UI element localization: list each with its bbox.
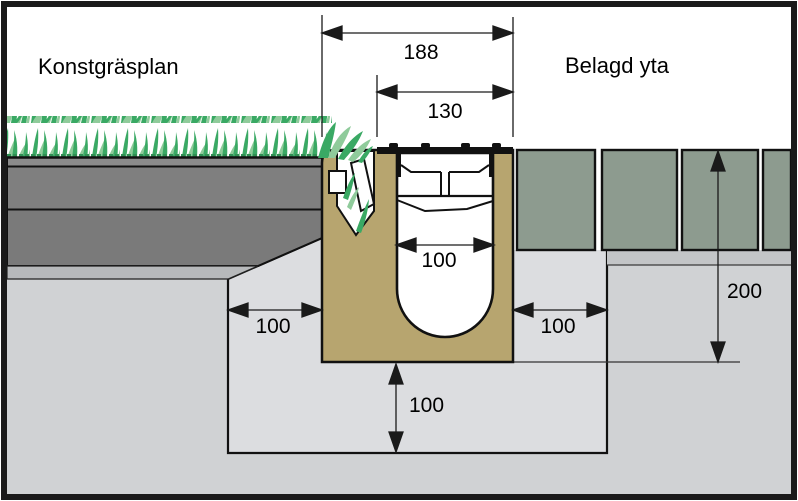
pavers xyxy=(515,148,793,252)
left-area-label: Konstgräsplan xyxy=(38,54,179,79)
turf-layer-a xyxy=(6,156,323,168)
grate-knob xyxy=(461,143,470,148)
grass-edge-tuft xyxy=(318,122,373,233)
channel-trough-line xyxy=(396,199,494,213)
grate-bar xyxy=(377,147,513,154)
right-bedding-fill xyxy=(607,251,791,265)
grass-strip xyxy=(7,116,332,157)
turf-layer-d xyxy=(6,265,259,280)
grate-profile-left xyxy=(400,164,441,173)
grass-layer xyxy=(7,116,373,233)
dimension-188-label: 188 xyxy=(403,41,439,64)
dimension-graphics xyxy=(226,15,726,454)
dimension-100-channel-graphic xyxy=(394,237,496,253)
grate-knob xyxy=(492,143,501,148)
paver-block xyxy=(600,148,679,252)
dimension-200-graphic xyxy=(710,149,726,364)
dimension-130-graphic xyxy=(375,75,515,137)
dimension-100-channel-label: 100 xyxy=(421,249,457,272)
turf-base-layers xyxy=(6,156,323,280)
dimension-100-bedding-label: 100 xyxy=(409,394,445,417)
right-bedding-strip xyxy=(607,251,791,266)
right-area-label: Belagd yta xyxy=(565,53,669,78)
dimension-100-right-label: 100 xyxy=(540,315,576,338)
channel-grate xyxy=(377,143,513,154)
dimension-100-left-label: 100 xyxy=(255,315,291,338)
paver-block xyxy=(515,148,597,252)
grate-knob xyxy=(421,143,430,148)
dimension-100-bedding-graphic xyxy=(388,362,404,454)
paver-block xyxy=(761,148,793,252)
dimension-130-label: 130 xyxy=(427,100,463,123)
dimension-188-graphic xyxy=(320,15,515,137)
dimension-100-left-graphic xyxy=(226,302,324,318)
dimension-200-label: 200 xyxy=(727,280,763,303)
grate-profile-right xyxy=(449,164,490,173)
dimension-100-right-graphic xyxy=(511,302,609,318)
grate-knob xyxy=(389,143,398,148)
turf-layer-b xyxy=(6,165,323,211)
edge-fixing-block xyxy=(328,170,347,194)
turf-layer-c xyxy=(6,208,323,267)
